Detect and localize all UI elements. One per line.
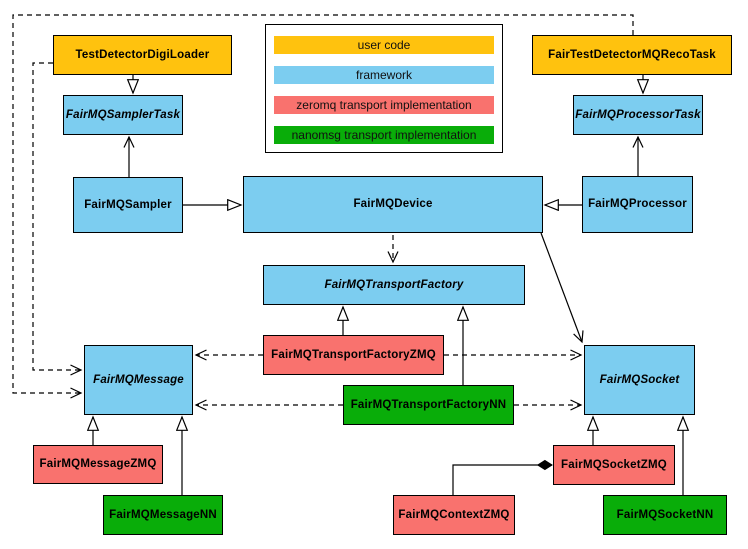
node-fairmqsamplertask: FairMQSamplerTask xyxy=(63,95,183,135)
edge-contextzmq-socketzmq xyxy=(452,465,552,495)
edge-digiloader-message xyxy=(32,62,83,376)
legend-item-user-code: user code xyxy=(274,36,494,54)
legend-item-framework: framework xyxy=(274,66,494,84)
node-fairmqsocket: FairMQSocket xyxy=(584,345,695,415)
node-fairmqmessagezmq: FairMQMessageZMQ xyxy=(33,445,163,484)
node-fairmqprocessortask: FairMQProcessorTask xyxy=(573,95,703,135)
node-fairmqcontextzmq: FairMQContextZMQ xyxy=(393,495,515,535)
node-fairmqtransportfactory: FairMQTransportFactory xyxy=(263,265,525,305)
node-fairmqprocessor: FairMQProcessor xyxy=(582,176,693,233)
node-fairmqmessagenn: FairMQMessageNN xyxy=(103,495,223,535)
node-fairmqsocketnn: FairMQSocketNN xyxy=(603,495,727,535)
node-fairmqtransportfactoryzmq: FairMQTransportFactoryZMQ xyxy=(263,335,444,375)
edge-device-socket xyxy=(540,232,584,344)
edge-recotask-message xyxy=(12,14,634,399)
legend-item-zeromq: zeromq transport implementation xyxy=(274,96,494,114)
node-testdetectordigiloader: TestDetectorDigiLoader xyxy=(53,35,232,75)
node-fairmqsocketzmq: FairMQSocketZMQ xyxy=(553,445,675,485)
legend-item-nanomsg: nanomsg transport implementation xyxy=(274,126,494,144)
node-fairtestdetectormqrecotask: FairTestDetectorMQRecoTask xyxy=(532,35,732,75)
legend: user code framework zeromq transport imp… xyxy=(265,24,503,153)
node-fairmqsampler: FairMQSampler xyxy=(73,177,183,233)
node-fairmqmessage: FairMQMessage xyxy=(84,345,193,415)
node-fairmqtransportfactorynn: FairMQTransportFactoryNN xyxy=(343,385,514,425)
node-fairmqdevice: FairMQDevice xyxy=(243,176,543,233)
